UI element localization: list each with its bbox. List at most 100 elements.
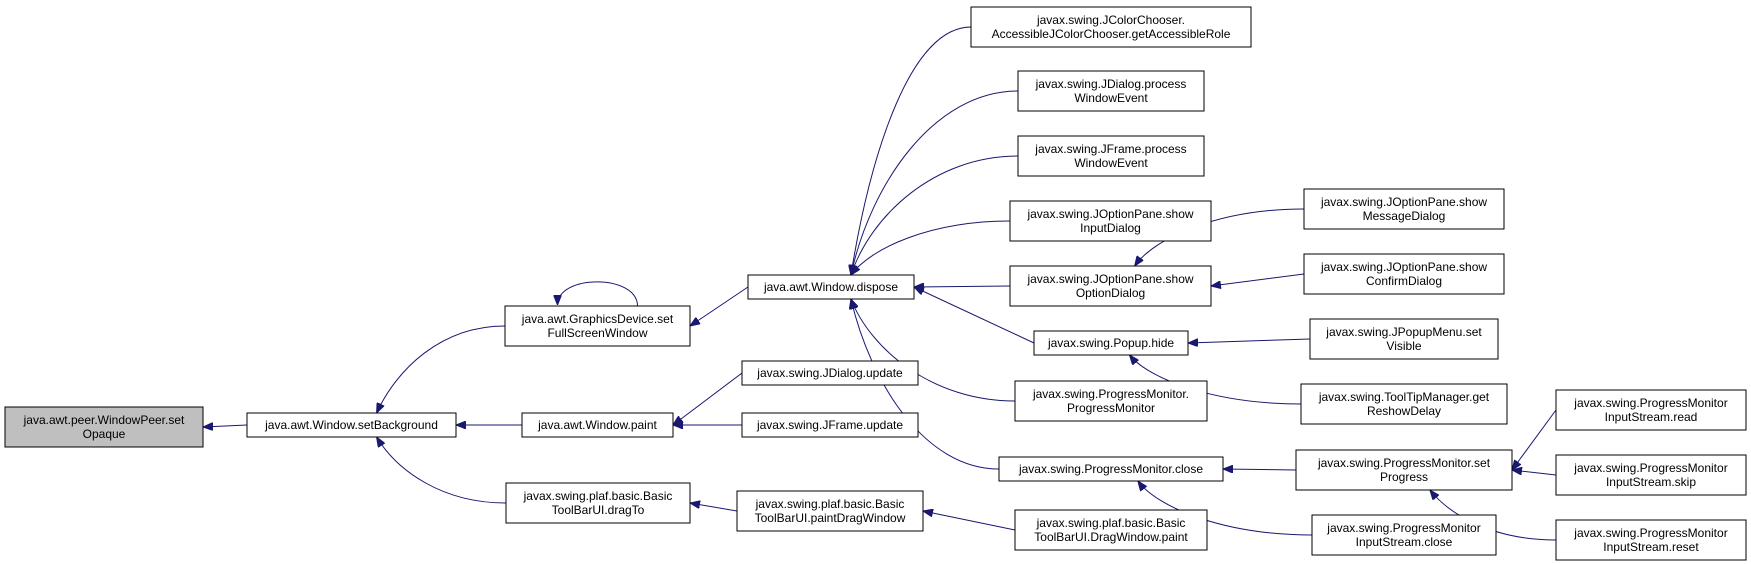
node-label-line: javax.swing.JColorChooser. — [1036, 13, 1185, 27]
node-label-line: javax.swing.ProgressMonitor — [1573, 396, 1727, 410]
edge-pmisread-to-pmsp — [1512, 409, 1557, 470]
node-label-line: javax.swing.JOptionPane.show — [1320, 260, 1487, 274]
node-label-line: InputDialog — [1080, 221, 1141, 235]
edge-dispose-to-gdfs — [690, 286, 749, 326]
node-label-line: javax.swing.JFrame.process — [1034, 142, 1186, 156]
node-pmisskip[interactable]: javax.swing.ProgressMonitorInputStream.s… — [1555, 454, 1747, 496]
edge-jdpwe-to-dispose — [851, 90, 1019, 275]
node-label-line: javax.swing.plaf.basic.Basic — [1036, 516, 1186, 530]
edge-gdfs-to-setbg — [377, 325, 506, 413]
node-box — [1309, 318, 1499, 360]
node-label-line: InputStream.reset — [1603, 540, 1699, 554]
node-dispose[interactable]: java.awt.Window.dispose — [747, 274, 915, 300]
node-box — [1014, 380, 1208, 422]
node-box — [747, 274, 915, 300]
node-label-line: java.awt.GraphicsDevice.set — [521, 312, 674, 326]
node-label-line: java.awt.Window.paint — [537, 418, 657, 432]
node-label-line: javax.swing.JDialog.update — [756, 366, 903, 380]
node-box — [246, 412, 457, 438]
edge-sod-to-dispose — [914, 286, 1011, 287]
node-label-line: javax.swing.JPopupMenu.set — [1325, 325, 1482, 339]
node-setbg[interactable]: java.awt.Window.setBackground — [246, 412, 457, 438]
node-pmisreset[interactable]: javax.swing.ProgressMonitorInputStream.r… — [1555, 519, 1747, 561]
node-box — [1017, 135, 1205, 177]
node-label-line: javax.swing.JDialog.process — [1035, 77, 1187, 91]
node-label-line: Visible — [1386, 339, 1421, 353]
node-box — [521, 412, 674, 438]
node-pmisclose[interactable]: javax.swing.ProgressMonitorInputStream.c… — [1311, 514, 1497, 556]
edge-scd-to-sod — [1211, 273, 1305, 286]
node-label-line: javax.swing.ProgressMonitor — [1573, 461, 1727, 475]
node-label-line: javax.swing.ToolTipManager.get — [1318, 390, 1490, 404]
node-box — [505, 482, 691, 524]
nodes-layer: java.awt.peer.WindowPeer.setOpaquejava.a… — [4, 6, 1747, 561]
edge-paintdw-to-dragto — [690, 503, 738, 512]
node-label-line: javax.swing.ProgressMonitor. — [1032, 387, 1189, 401]
edge-dwpaint-to-paintdw — [923, 511, 1016, 531]
node-box — [1017, 70, 1205, 112]
edge-dragto-to-setbg — [377, 437, 507, 504]
node-label-line: javax.swing.ProgressMonitor.set — [1317, 456, 1491, 470]
edge-pmisskip-to-pmsp — [1512, 470, 1557, 476]
node-label-line: javax.swing.ProgressMonitor — [1573, 526, 1727, 540]
node-label-line: WindowEvent — [1074, 91, 1148, 105]
edge-jpmvis-to-phide — [1188, 338, 1311, 343]
node-wpaint[interactable]: java.awt.Window.paint — [521, 412, 674, 438]
node-label-line: java.awt.Window.setBackground — [264, 418, 438, 432]
node-label-line: ProgressMonitor — [1067, 401, 1155, 415]
node-label-line: WindowEvent — [1074, 156, 1148, 170]
node-label-line: javax.swing.plaf.basic.Basic — [755, 497, 905, 511]
node-label-line: javax.swing.JOptionPane.show — [1026, 207, 1193, 221]
node-box — [970, 6, 1252, 48]
node-box — [1303, 253, 1505, 295]
node-dragto[interactable]: javax.swing.plaf.basic.BasicToolBarUI.dr… — [505, 482, 691, 524]
node-gdfs[interactable]: java.awt.GraphicsDevice.setFullScreenWin… — [504, 305, 691, 347]
node-ttm[interactable]: javax.swing.ToolTipManager.getReshowDela… — [1300, 383, 1508, 425]
node-label-line: ConfirmDialog — [1366, 274, 1442, 288]
node-phide[interactable]: javax.swing.Popup.hide — [1033, 330, 1189, 356]
node-pmisread[interactable]: javax.swing.ProgressMonitorInputStream.r… — [1555, 389, 1747, 431]
node-label-line: ToolBarUI.DragWindow.paint — [1034, 530, 1188, 544]
edge-phide-to-dispose — [914, 287, 1035, 344]
node-jdupdate[interactable]: javax.swing.JDialog.update — [741, 360, 919, 386]
node-box — [1555, 519, 1747, 561]
node-box — [741, 360, 919, 386]
node-box — [1555, 389, 1747, 431]
node-smd[interactable]: javax.swing.JOptionPane.showMessageDialo… — [1303, 188, 1505, 230]
node-box — [1555, 454, 1747, 496]
node-label-line: InputStream.close — [1356, 535, 1453, 549]
node-paintdw[interactable]: javax.swing.plaf.basic.BasicToolBarUI.pa… — [736, 490, 924, 532]
edge-sid-to-dispose — [851, 220, 1011, 275]
node-jfupdate[interactable]: javax.swing.JFrame.update — [741, 412, 919, 438]
node-box — [4, 406, 204, 448]
node-label-line: javax.swing.ProgressMonitor.close — [1018, 462, 1203, 476]
node-label-line: MessageDialog — [1363, 209, 1446, 223]
node-label-line: javax.swing.ProgressMonitor — [1326, 521, 1480, 535]
node-box — [1311, 514, 1497, 556]
node-pmclose[interactable]: javax.swing.ProgressMonitor.close — [998, 456, 1224, 482]
node-box — [736, 490, 924, 532]
node-label-line: ReshowDelay — [1367, 404, 1441, 418]
node-label-line: java.awt.peer.WindowPeer.set — [23, 413, 185, 427]
node-label-line: AccessibleJColorChooser.getAccessibleRol… — [992, 27, 1231, 41]
node-box — [1009, 200, 1212, 242]
node-dwpaint[interactable]: javax.swing.plaf.basic.BasicToolBarUI.Dr… — [1014, 509, 1208, 551]
edge-jdupdate-to-wpaint — [673, 372, 743, 425]
edge-pmsp-to-pmclose — [1223, 469, 1297, 470]
node-pmpm[interactable]: javax.swing.ProgressMonitor.ProgressMoni… — [1014, 380, 1208, 422]
edge-jcc-to-dispose — [851, 26, 972, 275]
node-jcc[interactable]: javax.swing.JColorChooser.AccessibleJCol… — [970, 6, 1252, 48]
node-label-line: ToolBarUI.dragTo — [552, 503, 645, 517]
node-scd[interactable]: javax.swing.JOptionPane.showConfirmDialo… — [1303, 253, 1505, 295]
edge-setbg-to-root — [203, 425, 248, 427]
node-box — [1033, 330, 1189, 356]
edge-jfpwe-to-dispose — [851, 155, 1019, 275]
